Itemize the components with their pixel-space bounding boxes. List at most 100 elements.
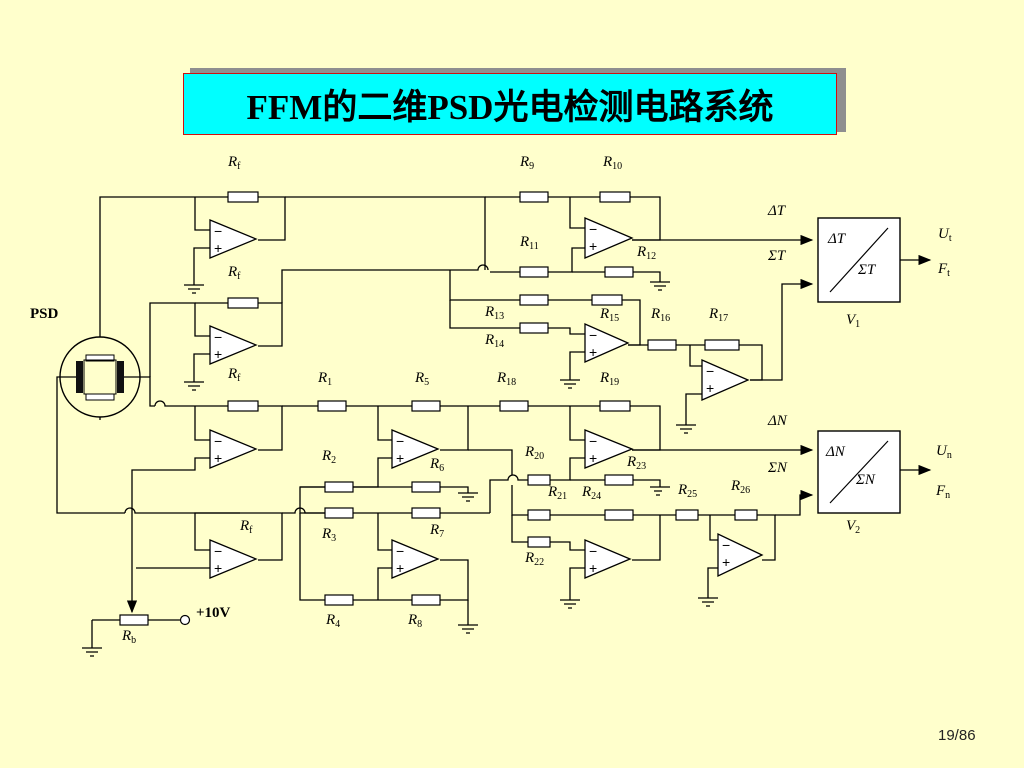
opamp-11 [584, 539, 632, 579]
resistor-label-9: R9 [519, 154, 534, 172]
resistor-label-10: R10 [602, 154, 622, 172]
in-delta-t: ΔT [767, 203, 787, 219]
resistor-label-1: R1 [317, 370, 332, 388]
resistor-label-14: R14 [484, 332, 504, 350]
resistor-label-26: R26 [730, 478, 750, 496]
resistor-label-15: R15 [599, 306, 619, 324]
resistor-label-24: R24 [581, 484, 601, 502]
in-delta-n: ΔN [767, 413, 788, 429]
svg-text:Ut: Ut [938, 226, 952, 244]
svg-text:Un: Un [936, 443, 952, 461]
rf-label-1: R [227, 154, 237, 170]
resistor-r19 [599, 400, 631, 412]
resistor-rf2 [227, 297, 259, 309]
title-box: FFM的二维PSD光电检测电路系统 [183, 73, 837, 135]
resistor-r8 [411, 594, 441, 606]
opamp-9 [701, 359, 750, 401]
opamp-minus-11: − [589, 543, 597, 559]
resistor-label-4: R4 [325, 612, 340, 630]
resistor-label-11: R11 [519, 234, 539, 252]
resistor-r20 [527, 474, 551, 486]
opamp-10 [584, 429, 634, 469]
opamp-minus-3: − [214, 433, 222, 449]
resistor-r6 [411, 481, 441, 493]
psd-label: PSD [30, 306, 59, 322]
svg-text:Rf: Rf [227, 154, 241, 172]
opamp-minus-10: − [589, 433, 597, 449]
out-un: U [936, 443, 948, 459]
resistor-label-22: R22 [524, 550, 544, 568]
resistor-r1 [317, 400, 347, 412]
svg-text:V1: V1 [846, 312, 860, 330]
opamp-minus-1: − [214, 223, 222, 239]
opamp-minus-12: − [722, 537, 730, 553]
opamp-group [209, 217, 764, 579]
divider-box-v1 [817, 217, 901, 303]
resistor-r26 [734, 509, 758, 521]
rf-label-3: R [227, 366, 237, 382]
resistor-r21 [527, 509, 551, 521]
opamp-minus-8: − [589, 327, 597, 343]
opamp-minus-2: − [214, 329, 222, 345]
labels: Rf Rf Rf Rf Rb [121, 154, 253, 646]
resistor-r15 [591, 294, 623, 306]
svg-text:Rb: Rb [121, 628, 136, 646]
opamp-5 [391, 429, 440, 469]
resistor-r5 [411, 400, 441, 412]
opamp-plus-5: + [396, 450, 404, 466]
resistor-rf1 [227, 191, 259, 203]
resistor-r22 [527, 536, 551, 548]
out-ft: F [937, 261, 948, 277]
resistor-label-8: R8 [407, 612, 422, 630]
svg-text:Rf: Rf [227, 366, 241, 384]
resistor-label-19: R19 [599, 370, 619, 388]
resistor-r16 [647, 339, 677, 351]
resistor-r18 [499, 400, 529, 412]
v1-label: V [846, 312, 857, 328]
resistor-r24 [604, 509, 634, 521]
opamp-plus-10: + [589, 450, 597, 466]
resistor-r17 [704, 339, 740, 351]
page-number: 19/86 [938, 727, 976, 744]
opamp-minus-7: − [589, 221, 597, 237]
resistor-r9 [519, 191, 549, 203]
out-ut: U [938, 226, 950, 242]
resistor-r14 [519, 322, 549, 334]
opamp-plus-11: + [589, 560, 597, 576]
v2-label: V [846, 518, 857, 534]
opamp-12 [717, 532, 764, 578]
resistor-label-12: R12 [636, 244, 656, 262]
opamp-plus-8: + [589, 344, 597, 360]
opamp-8 [584, 323, 630, 363]
opamp-6 [391, 539, 440, 579]
svg-text:V2: V2 [846, 518, 860, 536]
resistor-r3 [324, 507, 354, 519]
resistor-r7 [411, 507, 441, 519]
opamp-2 [209, 325, 258, 365]
opamp-plus-1: + [214, 240, 222, 256]
svg-text:Ft: Ft [937, 261, 950, 279]
opamp-3 [209, 429, 258, 469]
resistor-group [227, 191, 758, 606]
resistor-r4 [324, 594, 354, 606]
resistor-label-13: R13 [484, 304, 504, 322]
resistor-label-17: R17 [708, 306, 728, 324]
opamp-plus-4: + [214, 560, 222, 576]
rb-label: R [121, 628, 131, 644]
box-delta-n: ΔN [825, 444, 846, 460]
resistor-r11 [519, 266, 549, 278]
in-sum-n: ΣN [767, 460, 788, 476]
resistor-label-18: R18 [496, 370, 516, 388]
page-title: FFM的二维PSD光电检测电路系统 [246, 87, 774, 127]
opamp-7 [584, 217, 634, 259]
resistor-label-7: R7 [429, 522, 444, 540]
resistor-r12 [604, 266, 634, 278]
resistor-label-25: R25 [677, 482, 697, 500]
resistor-label-16: R16 [650, 306, 670, 324]
svg-text:Rf: Rf [239, 518, 253, 536]
resistor-r25 [675, 509, 699, 521]
opamp-plus-9: + [706, 380, 714, 396]
opamp-plus-12: + [722, 554, 730, 570]
